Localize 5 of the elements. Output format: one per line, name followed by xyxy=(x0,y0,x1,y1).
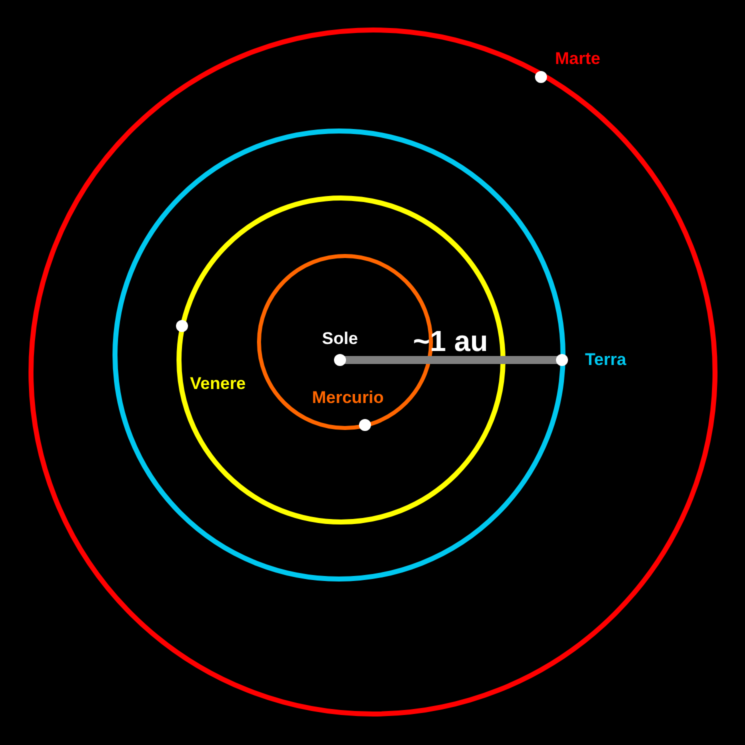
sun-label: Sole xyxy=(322,330,358,347)
planet-label: Terra xyxy=(585,351,626,368)
planet-label: Mercurio xyxy=(312,389,384,406)
planet-label: Venere xyxy=(190,375,246,392)
planet-label: Marte xyxy=(555,50,600,67)
